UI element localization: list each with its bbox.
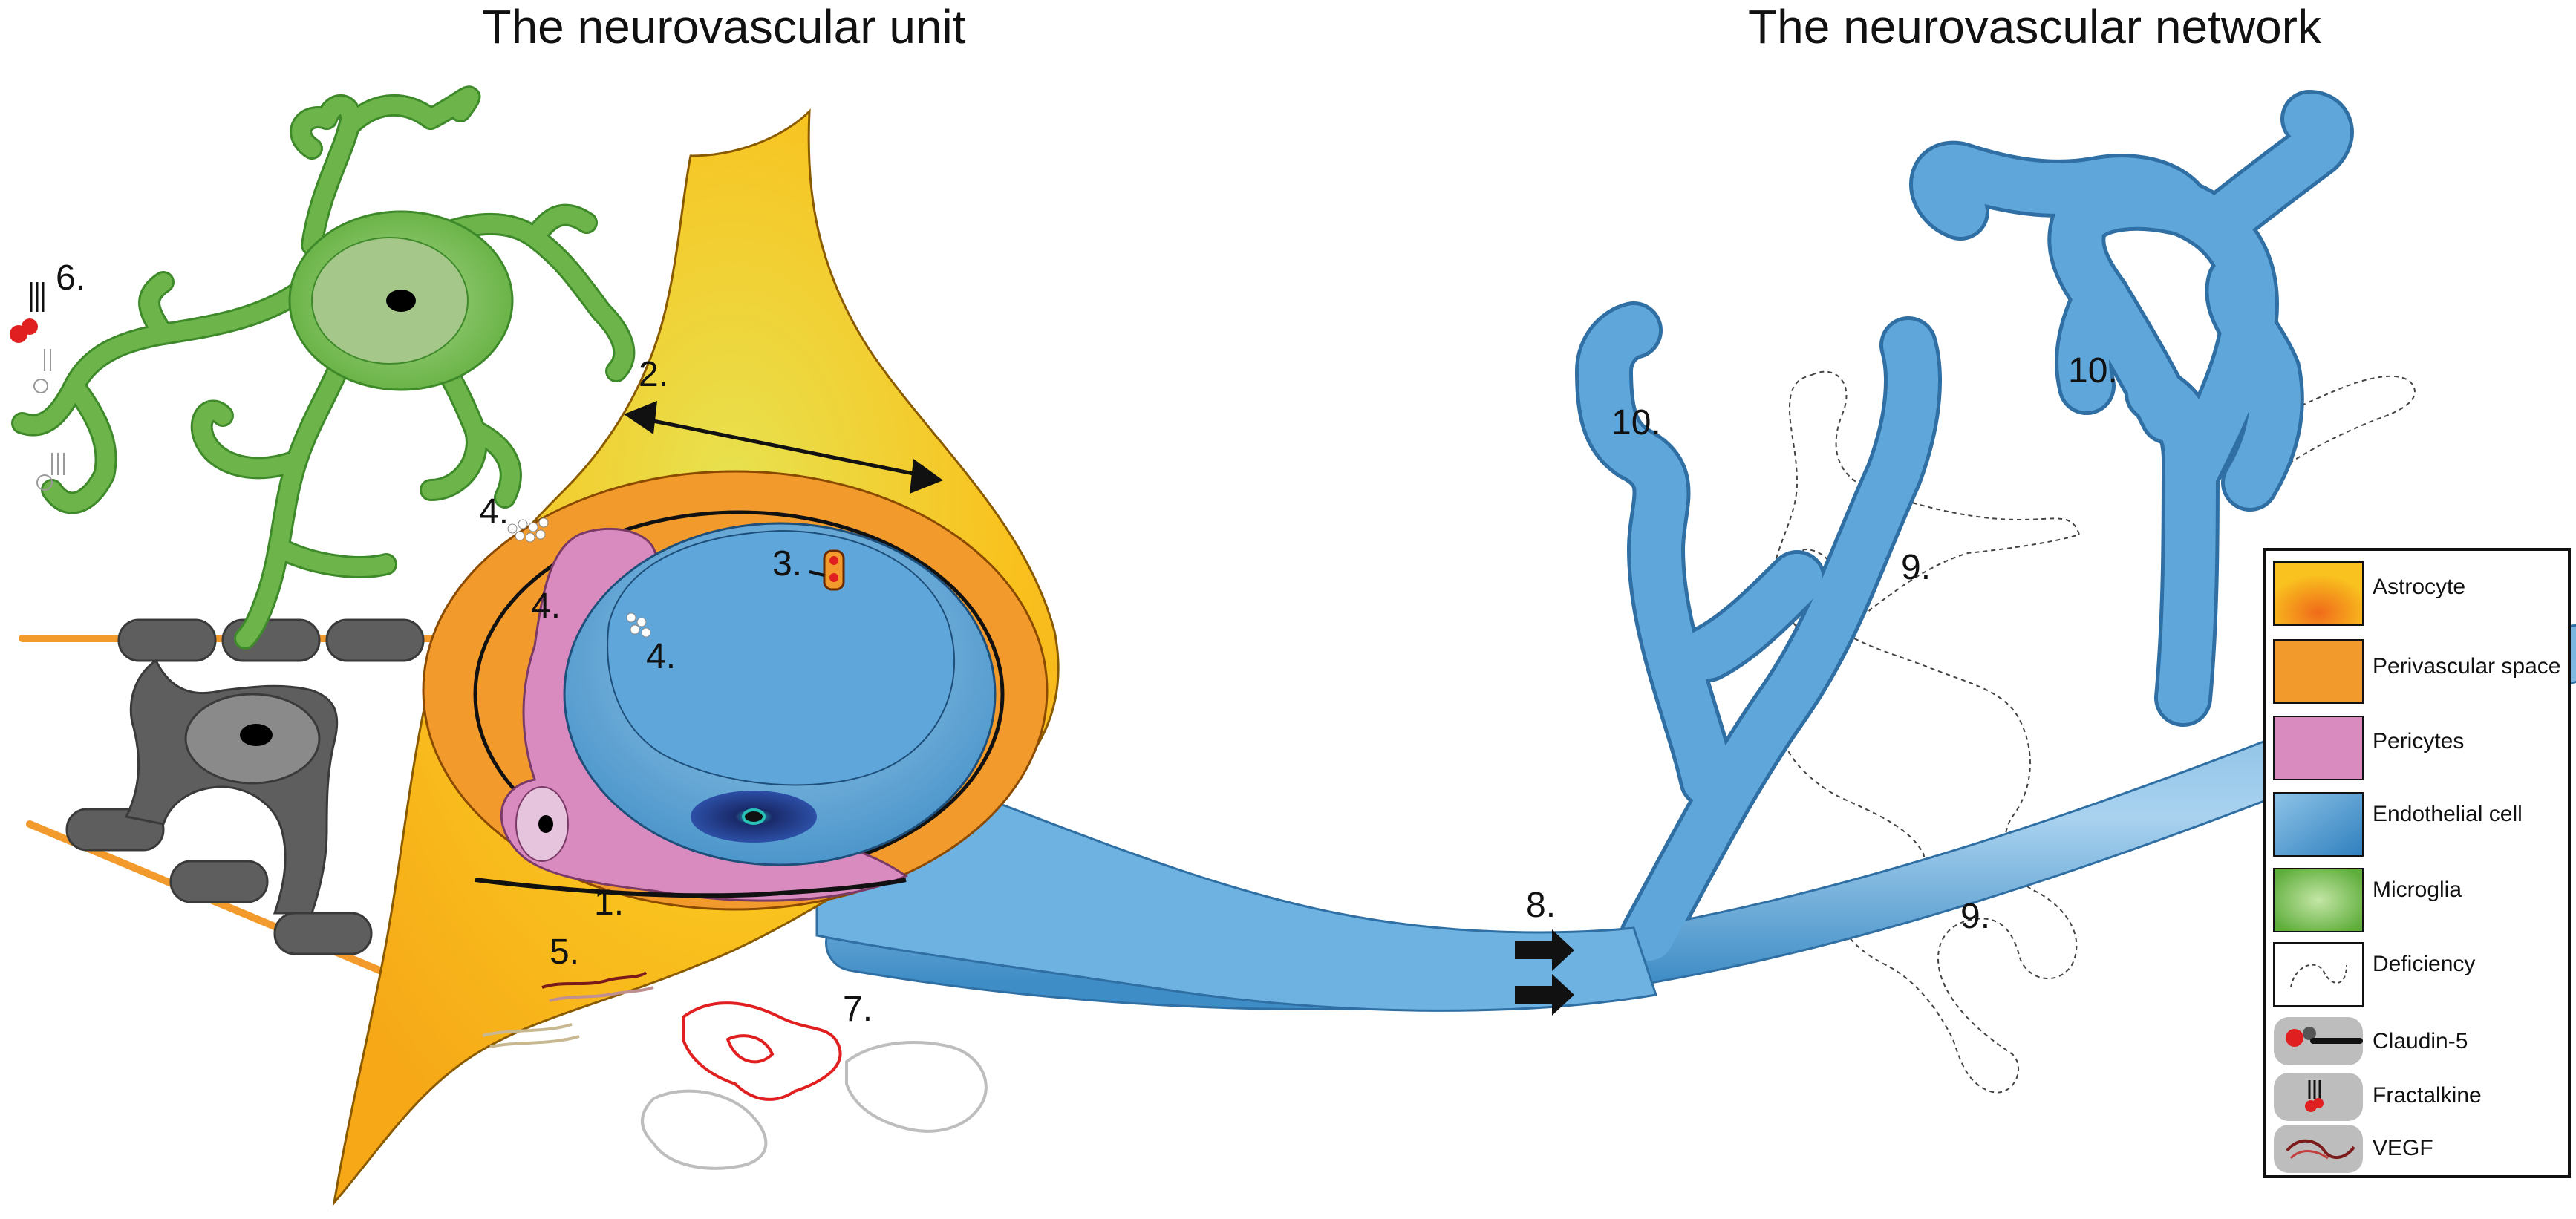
legend-item-deficiency: Deficiency bbox=[2273, 942, 2475, 1007]
fractalkine-receptors bbox=[10, 282, 65, 491]
marker-1: 1. bbox=[594, 883, 624, 923]
main-vessel-trunk bbox=[815, 741, 1657, 1012]
legend-label: Deficiency bbox=[2373, 952, 2475, 976]
vegf-cluster bbox=[641, 1001, 988, 1170]
vesicle-dots bbox=[507, 517, 651, 638]
legend-label: Perivascular space bbox=[2373, 654, 2560, 679]
marker-4c: 4. bbox=[646, 637, 676, 676]
legend: Astrocyte Perivascular space Pericytes E… bbox=[2263, 548, 2571, 1178]
legend-label: Fractalkine bbox=[2373, 1083, 2482, 1108]
marker-7: 7. bbox=[843, 990, 873, 1029]
legend-label: Claudin-5 bbox=[2373, 1029, 2468, 1053]
legend-label: Pericytes bbox=[2373, 729, 2464, 754]
flow-arrows bbox=[1515, 929, 1574, 1016]
diffusion-arrow bbox=[624, 401, 943, 494]
legend-label: Astrocyte bbox=[2373, 575, 2465, 599]
claudin-5-junction bbox=[809, 549, 845, 591]
marker-2: 2. bbox=[639, 355, 668, 394]
microglia bbox=[11, 85, 636, 650]
legend-item-pericytes: Pericytes bbox=[2273, 716, 2464, 780]
marker-9a: 9. bbox=[1901, 548, 1931, 587]
marker-5: 5. bbox=[550, 932, 579, 972]
legend-item-endothelial-cell: Endothelial cell bbox=[2273, 792, 2523, 857]
oligodendrocyte bbox=[19, 618, 449, 999]
marker-9b: 9. bbox=[1960, 897, 1990, 936]
title-neurovascular-network: The neurovascular network bbox=[1748, 0, 2322, 53]
legend-item-microglia: Microglia bbox=[2273, 868, 2462, 932]
legend-item-fractalkine: Fractalkine bbox=[2274, 1073, 2482, 1121]
legend-label: Microglia bbox=[2373, 878, 2462, 902]
vegf-chain bbox=[482, 971, 654, 1048]
legend-item-perivascular-space: Perivascular space bbox=[2273, 639, 2560, 704]
legend-label: Endothelial cell bbox=[2373, 802, 2523, 826]
marker-3: 3. bbox=[772, 544, 802, 584]
legend-item-astrocyte: Astrocyte bbox=[2273, 561, 2465, 626]
marker-10a: 10. bbox=[1611, 403, 1661, 442]
marker-6: 6. bbox=[56, 258, 85, 298]
legend-item-vegf: VEGF bbox=[2274, 1125, 2433, 1173]
marker-10b: 10. bbox=[2068, 351, 2118, 390]
legend-item-claudin-5: Claudin-5 bbox=[2274, 1017, 2468, 1065]
marker-8: 8. bbox=[1526, 886, 1556, 925]
endothelial-cell bbox=[563, 522, 997, 866]
marker-4b: 4. bbox=[531, 586, 561, 626]
legend-label: VEGF bbox=[2373, 1136, 2433, 1160]
title-neurovascular-unit: The neurovascular unit bbox=[482, 0, 965, 53]
marker-4a: 4. bbox=[479, 492, 509, 532]
deficiency-outline bbox=[1773, 370, 2416, 1094]
